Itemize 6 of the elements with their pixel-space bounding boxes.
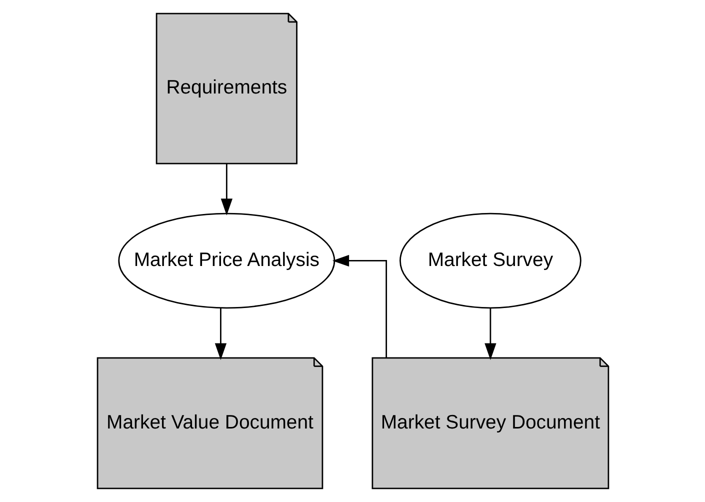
arrow <box>484 308 496 360</box>
arrow <box>220 164 232 216</box>
arrow <box>214 308 226 360</box>
node-ellipse: Market Price Analysis <box>118 212 335 309</box>
arrow <box>332 254 387 358</box>
node-ellipse: Market Survey <box>399 212 581 309</box>
